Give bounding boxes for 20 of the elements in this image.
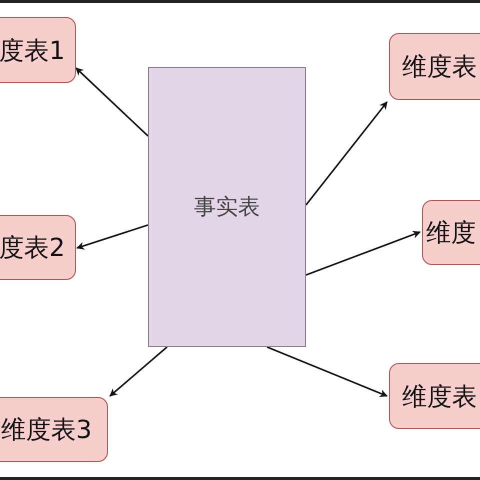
table-name: 维度表3 bbox=[1, 414, 92, 446]
table-box bbox=[0, 17, 76, 83]
table-box bbox=[0, 397, 108, 462]
table-name: 维度表 bbox=[402, 380, 477, 412]
table-box bbox=[389, 33, 480, 100]
arrow bbox=[266, 346, 388, 397]
arrow bbox=[76, 224, 148, 250]
arrow bbox=[75, 67, 149, 137]
table-name: 度表2 bbox=[0, 232, 65, 264]
table-name: 维度 bbox=[426, 217, 476, 249]
fact-table-box bbox=[148, 67, 306, 347]
table-name: 度表1 bbox=[0, 34, 65, 66]
table-name: 事实表 bbox=[194, 194, 260, 222]
table-box bbox=[0, 215, 76, 280]
table-box bbox=[389, 363, 480, 429]
arrow bbox=[305, 101, 388, 206]
table-name: 维度表 bbox=[402, 51, 477, 83]
arrow bbox=[306, 230, 421, 276]
arrow bbox=[109, 346, 168, 397]
table-box bbox=[422, 200, 480, 265]
